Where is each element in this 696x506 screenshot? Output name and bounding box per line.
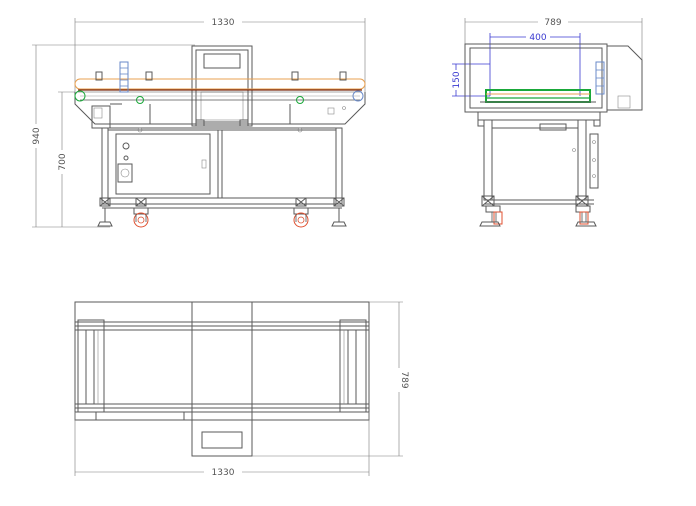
top-depth-dimension: 789 bbox=[252, 301, 409, 457]
power-socket bbox=[117, 163, 133, 183]
aperture-height-label: 150 bbox=[452, 71, 462, 88]
front-total-height-dimension: 940 bbox=[30, 44, 195, 228]
front-conveyor-height-label: 700 bbox=[58, 153, 68, 170]
detector-head bbox=[191, 45, 253, 127]
side-belt bbox=[480, 89, 596, 103]
aperture-width-dimension: 400 bbox=[489, 31, 581, 96]
front-total-height-label: 940 bbox=[32, 127, 42, 144]
reject-bracket bbox=[91, 103, 122, 129]
caster-left bbox=[133, 207, 149, 228]
top-width-dimension: 1330 bbox=[74, 412, 370, 478]
top-depth-label: 789 bbox=[399, 371, 409, 388]
side-width-dimension: 789 bbox=[464, 16, 643, 100]
control-cabinet bbox=[107, 129, 337, 199]
front-width-label: 1330 bbox=[212, 18, 235, 28]
aperture-height-dimension: 150 bbox=[450, 63, 490, 97]
display-panel bbox=[203, 53, 241, 69]
top-base-outline bbox=[74, 301, 370, 421]
top-conveyor bbox=[74, 319, 370, 421]
photo-sensor bbox=[119, 61, 129, 93]
indicator-light bbox=[123, 155, 129, 161]
side-view: 789 400 150 bbox=[450, 16, 643, 227]
side-width-label: 789 bbox=[544, 18, 561, 28]
conveyor-frame bbox=[74, 71, 366, 133]
top-view: 789 1330 bbox=[74, 301, 409, 478]
top-width-label: 1330 bbox=[212, 468, 235, 478]
aperture-width-label: 400 bbox=[529, 33, 546, 43]
front-conveyor-height-dimension: 700 bbox=[56, 91, 75, 227]
caster-right bbox=[293, 207, 309, 228]
conveyor-belt bbox=[74, 78, 366, 101]
power-switch bbox=[122, 142, 130, 150]
top-display-panel bbox=[201, 431, 243, 449]
top-detector-head bbox=[191, 301, 253, 457]
side-frame bbox=[477, 111, 601, 207]
front-width-dimension: 1330 bbox=[74, 16, 366, 92]
side-casters bbox=[479, 205, 597, 227]
front-view: 1330 940 700 bbox=[30, 16, 366, 228]
